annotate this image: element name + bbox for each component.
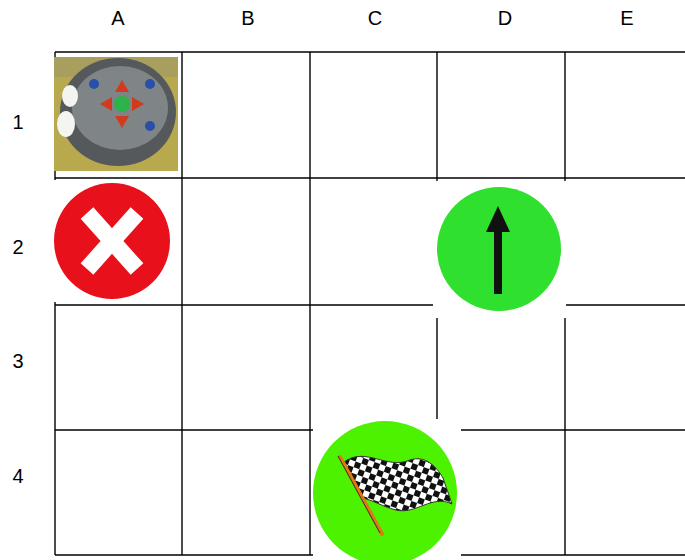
stop-token: [54, 183, 170, 299]
token-ground: [53, 180, 181, 302]
grid-lines: [55, 52, 685, 555]
row-header: 2: [0, 235, 38, 259]
column-header: B: [228, 6, 268, 30]
column-header: C: [355, 6, 395, 30]
robot-photo: [54, 57, 178, 171]
column-header: A: [98, 6, 138, 30]
row-header: 4: [0, 464, 38, 488]
column-header: E: [607, 6, 647, 30]
finish-token: [313, 421, 457, 560]
token-ground: [433, 181, 566, 318]
arrow-token: [437, 187, 561, 311]
column-header: D: [485, 6, 525, 30]
row-header: 3: [0, 349, 38, 373]
row-header: 1: [0, 110, 38, 134]
